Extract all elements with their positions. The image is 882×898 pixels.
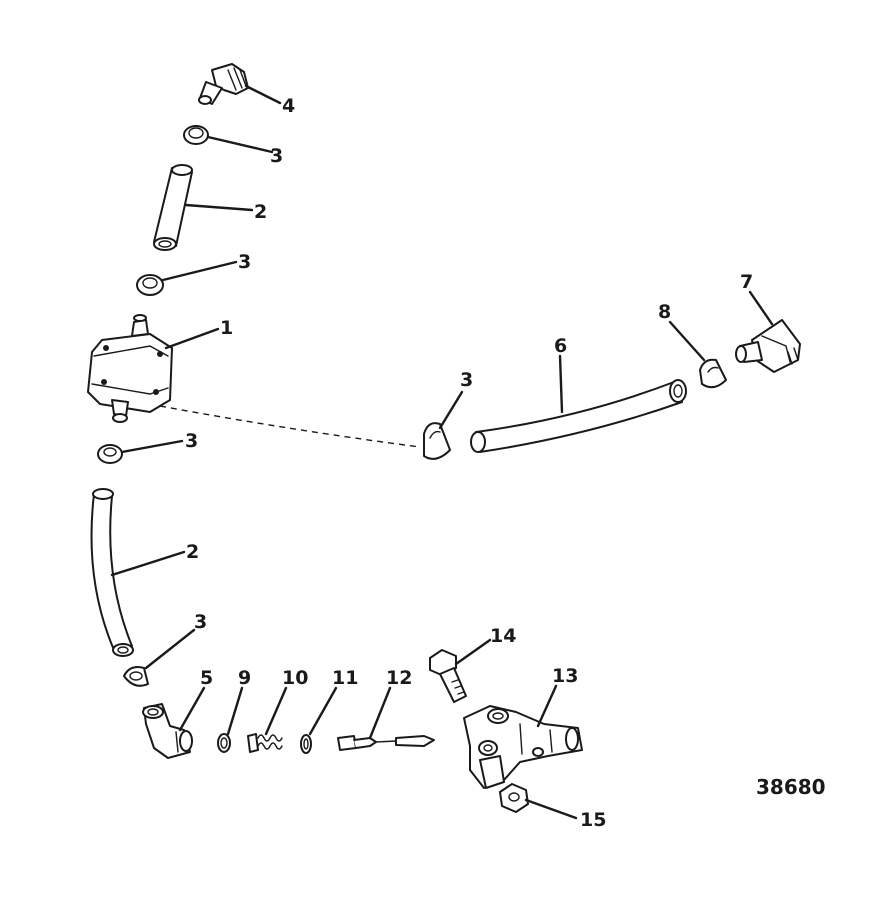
part-3-hose-clamp-third xyxy=(97,444,123,464)
callout-2-upper: 2 xyxy=(254,201,267,223)
callout-14: 14 xyxy=(490,625,516,647)
leader-2-upper xyxy=(184,203,254,212)
part-15-nut xyxy=(499,783,529,813)
leader-3-top xyxy=(206,135,274,154)
leader-8 xyxy=(668,320,706,362)
callout-3-second: 3 xyxy=(238,251,251,273)
part-2-fuel-hose-upper xyxy=(153,164,193,251)
leader-3-middle xyxy=(438,390,464,430)
leader-15 xyxy=(524,798,578,820)
callout-3-third: 3 xyxy=(185,430,198,452)
leader-11 xyxy=(308,686,338,736)
callout-5: 5 xyxy=(200,667,213,689)
part-3-hose-clamp-middle xyxy=(423,422,451,460)
leader-2-lower xyxy=(110,550,186,577)
callout-9: 9 xyxy=(238,667,251,689)
leader-9 xyxy=(226,686,244,736)
leader-12 xyxy=(368,686,392,740)
callout-8: 8 xyxy=(658,301,671,323)
part-8-hose-clamp xyxy=(699,358,727,389)
part-12-valve-pin xyxy=(337,735,435,751)
callout-13: 13 xyxy=(552,665,578,687)
part-5-elbow-fitting xyxy=(142,703,193,759)
leader-3-bottom xyxy=(144,628,196,670)
part-3-hose-clamp-top xyxy=(183,125,209,145)
callout-3-bottom: 3 xyxy=(194,611,207,633)
callout-7: 7 xyxy=(740,271,753,293)
hose-routing-dashed-line xyxy=(159,405,421,448)
part-3-hose-clamp-second xyxy=(136,274,164,296)
callout-3-middle: 3 xyxy=(460,369,473,391)
part-10-spring xyxy=(247,733,283,753)
leader-13 xyxy=(536,684,558,728)
leader-10 xyxy=(264,686,288,736)
callout-10: 10 xyxy=(282,667,308,689)
leader-4 xyxy=(244,84,282,105)
leader-5 xyxy=(178,686,206,732)
part-6-fuel-hose xyxy=(470,379,687,453)
leader-3-second xyxy=(161,260,238,282)
part-9-o-ring xyxy=(217,733,231,753)
callout-6: 6 xyxy=(554,335,567,357)
callout-4: 4 xyxy=(282,95,295,117)
leader-3-third xyxy=(120,439,184,454)
callout-2-lower: 2 xyxy=(186,541,199,563)
part-13-valve-body xyxy=(463,705,583,789)
part-11-retaining-ring xyxy=(300,734,312,754)
callout-12: 12 xyxy=(386,667,412,689)
leader-14 xyxy=(454,638,492,666)
leader-7 xyxy=(748,290,774,326)
part-3-hose-clamp-bottom xyxy=(123,666,149,687)
figure-reference-number: 38680 xyxy=(756,775,826,799)
callout-11: 11 xyxy=(332,667,358,689)
part-1-fuel-pump xyxy=(87,314,173,423)
callout-15: 15 xyxy=(580,809,606,831)
part-2-fuel-hose-lower xyxy=(90,488,134,657)
part-4-elbow-fitting xyxy=(198,63,249,105)
callout-1: 1 xyxy=(220,317,233,339)
part-7-hose-fitting xyxy=(735,319,801,373)
leader-1 xyxy=(164,327,220,350)
callout-3-top: 3 xyxy=(270,145,283,167)
leader-6 xyxy=(558,354,564,414)
part-14-bolt xyxy=(429,649,467,703)
